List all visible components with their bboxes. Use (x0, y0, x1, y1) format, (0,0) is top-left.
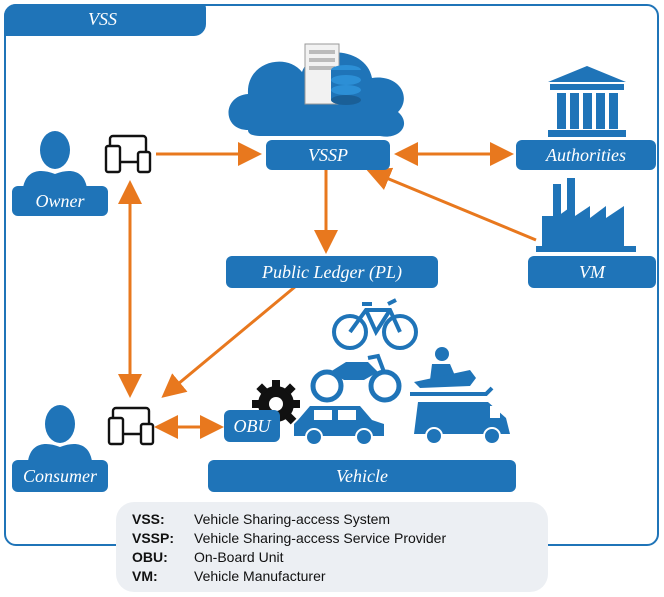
legend-row: VM:Vehicle Manufacturer (132, 568, 326, 584)
owner-node: Owner (12, 186, 108, 216)
factory-icon (536, 178, 636, 252)
arrow-ledger-consumer (161, 284, 297, 398)
vm-node: VM (528, 256, 656, 288)
connection-arrows (118, 142, 537, 439)
consumer-person-icon (28, 405, 92, 461)
vss-label: VSS (4, 4, 206, 36)
obu-node: OBU (224, 410, 280, 442)
server-database-icon (304, 43, 361, 105)
owner-person-icon (23, 131, 87, 188)
authorities-node: Authorities (516, 140, 656, 170)
snowmobile-icon (410, 347, 494, 396)
owner-devices-icon (104, 134, 152, 174)
vehicle-node: Vehicle (208, 460, 516, 492)
public-ledger-node: Public Ledger (PL) (226, 256, 438, 288)
vssp-node: VSSP (266, 140, 390, 170)
legend-row: OBU:On-Board Unit (132, 549, 284, 565)
authorities-building-icon (548, 66, 626, 137)
van-icon (414, 402, 510, 445)
motorcycle-icon (310, 353, 402, 403)
consumer-node: Consumer (12, 460, 108, 492)
legend-row: VSSP:Vehicle Sharing-access Service Prov… (132, 530, 447, 546)
bicycle-icon (332, 298, 418, 350)
legend-row: VSS:Vehicle Sharing-access System (132, 511, 391, 527)
consumer-devices-icon (107, 406, 155, 446)
arrow-vm-vssp (366, 167, 537, 242)
legend: VSS:Vehicle Sharing-access System VSSP:V… (116, 502, 548, 592)
car-icon (294, 406, 384, 446)
